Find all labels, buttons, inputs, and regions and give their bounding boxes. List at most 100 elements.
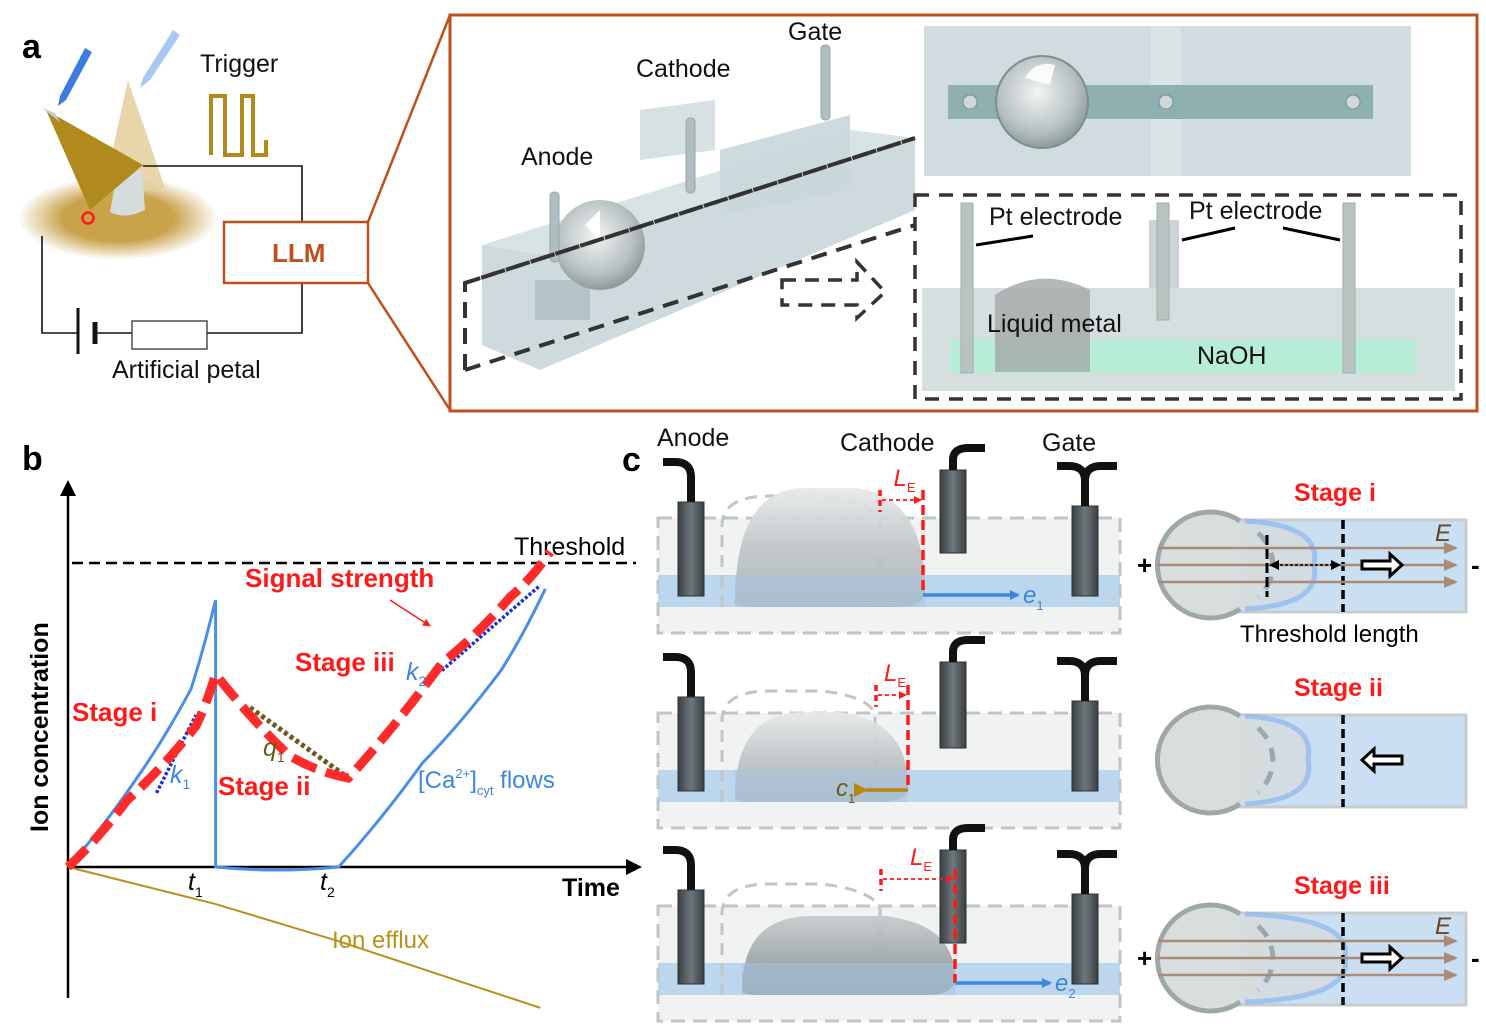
- signal-strength-label: Signal strength: [245, 563, 434, 593]
- panel-b-letter: b: [22, 440, 43, 478]
- cut-plane-outline-upper: [464, 136, 916, 285]
- gate-wire: [1057, 462, 1089, 506]
- stage-schematic: Stage ii: [1154, 674, 1468, 816]
- vector-label: c1: [836, 775, 855, 806]
- droplet-meniscus: [1244, 713, 1312, 807]
- original-meniscus: [1256, 726, 1276, 794]
- top-view: [924, 26, 1411, 176]
- reservoir-outline: [1154, 704, 1242, 816]
- le-label: LE: [884, 660, 906, 690]
- device-cathode-label: Cathode: [636, 55, 731, 83]
- cathode-electrode: [939, 661, 967, 749]
- droplet-submerged: [742, 963, 955, 995]
- series-q1-fit: [248, 705, 350, 781]
- gate-wire: [1057, 850, 1089, 894]
- reservoir-outline: [1154, 902, 1242, 1014]
- panel-a-letter: a: [22, 28, 42, 66]
- petal-cone-dark: [46, 110, 143, 210]
- plus-terminal: +: [1137, 550, 1152, 580]
- llm-box: [222, 220, 370, 285]
- top-view-highlight: [1025, 63, 1055, 85]
- panel-c-row-2: LE c1 Stage ii: [656, 636, 1468, 830]
- device-3d: [463, 44, 916, 372]
- anode-wire: [663, 846, 695, 890]
- t2-tick-label: t2: [320, 868, 335, 900]
- cathode-wire: [949, 636, 985, 662]
- trigger-label: Trigger: [200, 50, 278, 78]
- ghost-droplet-outline: [720, 689, 877, 802]
- c-cathode-label: Cathode: [840, 429, 935, 457]
- llm-label: LLM: [272, 238, 325, 268]
- cathode-electrode: [939, 469, 967, 554]
- x-axis-label: Time: [562, 874, 620, 902]
- liquid-metal-droplet-3d: [555, 200, 645, 290]
- liquid-metal-label: Liquid metal: [987, 310, 1122, 338]
- cut-plane-outline-lower: [464, 223, 916, 372]
- gate-wire-hook: [1081, 657, 1117, 701]
- wire-left: [41, 236, 78, 334]
- dashed-arrow-icon: [780, 257, 888, 323]
- field-label: E: [1435, 520, 1452, 547]
- gate-electrode: [1071, 700, 1099, 792]
- petal-tip: [42, 108, 60, 122]
- stage-label: Stage i: [1294, 479, 1376, 507]
- vector-label: e2: [1055, 970, 1076, 1001]
- ca-flows-label: [Ca2+]cyt flows: [418, 766, 555, 798]
- droplet-highlight: [585, 210, 600, 240]
- c-anode-label: Anode: [657, 424, 729, 452]
- signal-strength-pointer: [389, 599, 431, 627]
- le-label: LE: [894, 465, 916, 495]
- anode-electrode: [677, 889, 705, 985]
- gate-rod: [820, 44, 831, 121]
- top-view-anode-dot: [962, 94, 978, 110]
- cathode-wire: [949, 824, 985, 850]
- schematic-reservoir: [1159, 707, 1265, 813]
- le-label: LE: [910, 844, 932, 874]
- droplet-submerged: [735, 575, 925, 607]
- ghost-droplet-outline: [720, 882, 882, 995]
- resistor-artificial-petal: [131, 320, 208, 350]
- k1-label: k1: [170, 761, 191, 792]
- stage-label: Stage ii: [1294, 674, 1383, 702]
- gate-wire-hook: [1081, 462, 1117, 506]
- stage-schematic: E+-Stage iii: [1137, 872, 1480, 1014]
- droplet-submerged: [735, 770, 908, 802]
- top-view-cathode-dot: [1158, 94, 1174, 110]
- advance-arrow-icon: [1360, 550, 1405, 580]
- stage-label: Stage iii: [1294, 872, 1390, 900]
- anode-rod: [549, 191, 560, 263]
- panel-a: a Trigger Artificial petal LLM: [18, 13, 1479, 413]
- side-view-frame: [913, 193, 1463, 401]
- anode-electrode: [677, 501, 705, 597]
- pointer-line-3: [1282, 226, 1341, 242]
- anode-wire: [663, 458, 695, 502]
- pt-electrode-anode: [960, 202, 974, 374]
- device-anode-label: Anode: [521, 143, 593, 171]
- panel-c-letter: c: [622, 441, 641, 479]
- anode-wire: [663, 653, 695, 697]
- side-view: [913, 193, 1463, 401]
- series-signal-strength: [64, 549, 554, 871]
- field-label: E: [1435, 913, 1452, 940]
- q1-label: q1: [263, 734, 285, 765]
- cathode-block: [640, 100, 715, 160]
- channel-block: [720, 115, 850, 215]
- pt-electrode-cathode: [1156, 202, 1170, 321]
- minus-terminal: -: [1471, 550, 1480, 580]
- trigger-pulse-icon: [209, 94, 268, 157]
- k2-label: k2: [406, 658, 427, 689]
- channel-outline: [656, 711, 1122, 830]
- anode-block: [535, 280, 590, 320]
- pen-icon: [58, 48, 92, 106]
- wire-right: [207, 283, 303, 334]
- contact-point-icon: [81, 211, 95, 225]
- side-view-liquid-metal: [995, 278, 1090, 372]
- pen-icon-light: [140, 30, 180, 88]
- pointer-line-2: [1181, 226, 1236, 242]
- wire-top: [143, 165, 303, 221]
- cathode-rod: [685, 117, 696, 194]
- plus-terminal: +: [1137, 943, 1152, 973]
